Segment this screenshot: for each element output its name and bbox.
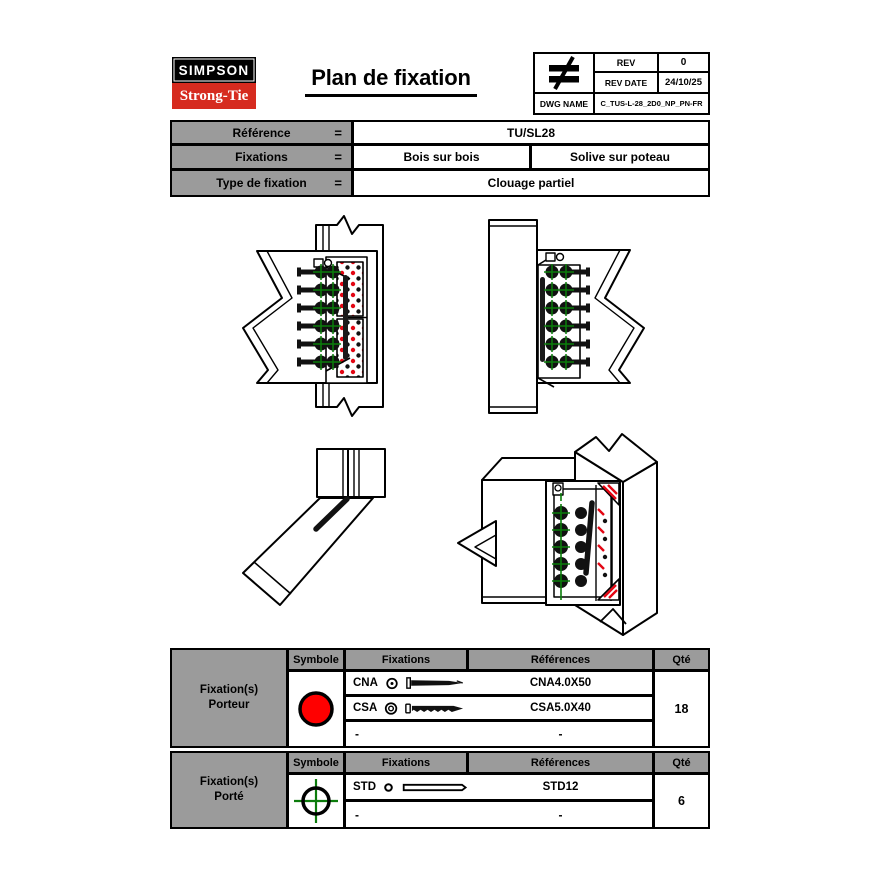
info-row1-label: Référence: [232, 125, 291, 140]
csa-head-icon: [385, 701, 398, 715]
fixation-cross-marks: [313, 264, 341, 370]
csa-screw-icon: [405, 702, 464, 714]
col-header-symbole: Symbole: [289, 753, 343, 772]
porteur-symbol-icon: [298, 691, 334, 727]
rev-value: 0: [659, 54, 708, 71]
col-header-references: Références: [469, 753, 652, 772]
info-row1-label-cell: Référence =: [172, 122, 351, 143]
porteur-row1-fixation: CNA: [346, 672, 473, 694]
std-dowel-icon: [402, 783, 468, 791]
projection-symbol-icon: [549, 56, 579, 90]
info-row1-value: TU/SL28: [354, 122, 708, 143]
simpson-logo: SIMPSON: [172, 57, 256, 83]
drawing-isometric-view: [457, 433, 658, 636]
porte-group-label: Fixation(s) Porté: [172, 753, 286, 827]
fixation-cross-marks: [552, 493, 570, 600]
porte-symbol-icon: [294, 779, 338, 823]
porteur-row3-fixation: -: [346, 722, 475, 746]
gusset-hatch-red: [602, 484, 618, 599]
logo-text-simpson: SIMPSON: [178, 62, 250, 78]
projection-symbol-cell: [535, 54, 593, 92]
hanger-hole-hatch: [597, 508, 608, 578]
porte-qty: 6: [655, 775, 708, 827]
col-header-fixations: Fixations: [346, 650, 466, 669]
porteur-row2-reference: CSA5.0X40: [469, 697, 652, 719]
cna-nail-icon: [406, 677, 463, 689]
porte-row1-reference: STD12: [469, 775, 652, 799]
porte-row2-fixation: -: [346, 802, 475, 827]
strongtie-logo: Strong-Tie: [172, 83, 256, 109]
porte-row2-reference: -: [469, 802, 652, 827]
info-row3-label-cell: Type de fixation =: [172, 171, 351, 195]
drawing-sheet: SIMPSON Strong-Tie Plan de fixation REV …: [170, 52, 710, 829]
porte-table: Fixation(s) Porté Symbole Fixations Réfé…: [170, 751, 710, 829]
equals-sign: =: [334, 149, 342, 165]
drawing-side-view-right: [488, 219, 645, 414]
porteur-row3-reference: -: [469, 722, 652, 746]
porteur-group-label: Fixation(s) Porteur: [172, 650, 286, 746]
rev-date-label: REV DATE: [595, 73, 657, 92]
nail-heads: [545, 265, 590, 369]
col-header-references: Références: [469, 650, 652, 669]
col-header-qte: Qté: [655, 753, 708, 772]
logo-text-strongtie: Strong-Tie: [179, 87, 249, 104]
hanger-edge-view: [313, 496, 350, 532]
dwg-name-label: DWG NAME: [535, 94, 593, 113]
info-row2-value1: Bois sur bois: [354, 146, 529, 168]
drawing-side-view-left: [242, 215, 384, 417]
porteur-row2-fixation: CSA: [346, 697, 473, 719]
equals-sign: =: [334, 125, 342, 140]
info-row2-label-cell: Fixations =: [172, 146, 351, 168]
rev-date-value: 24/10/25: [659, 73, 708, 92]
hanger-fold-bar: [583, 500, 595, 576]
hanger-fold-bar: [540, 277, 545, 362]
info-row3-value: Clouage partiel: [354, 171, 708, 195]
porteur-row1-reference: CNA4.0X50: [469, 672, 652, 694]
equals-sign: =: [334, 175, 342, 191]
hanger-fold-bar: [343, 275, 348, 360]
col-header-symbole: Symbole: [289, 650, 343, 669]
revision-block: REV 0 REV DATE 24/10/25 DWG NAME C_TUS-L…: [533, 52, 710, 115]
cna-head-icon: [386, 677, 398, 689]
porte-symbol-cell: [289, 775, 343, 827]
drawing-top-view: [242, 448, 386, 606]
info-table: Référence = TU/SL28 Fixations = Bois sur…: [170, 120, 710, 197]
info-row2-value2: Solive sur poteau: [532, 146, 708, 168]
rev-label: REV: [595, 54, 657, 71]
porteur-table: Fixation(s) Porteur Symbole Fixations Ré…: [170, 648, 710, 748]
porteur-qty: 18: [655, 672, 708, 746]
info-row3-label: Type de fixation: [216, 176, 307, 190]
porte-row1-fixation: STD: [346, 775, 473, 799]
porteur-symbol-cell: [289, 672, 343, 746]
fixation-cross-marks: [544, 264, 574, 370]
col-header-qte: Qté: [655, 650, 708, 669]
dwg-name-value: C_TUS-L-28_2D0_NP_PN-FR: [595, 94, 708, 113]
nail-heads: [554, 506, 587, 588]
col-header-fixations: Fixations: [346, 753, 466, 772]
page-title: Plan de fixation: [258, 65, 524, 97]
std-head-icon: [384, 782, 393, 792]
info-row2-label: Fixations: [235, 150, 288, 164]
